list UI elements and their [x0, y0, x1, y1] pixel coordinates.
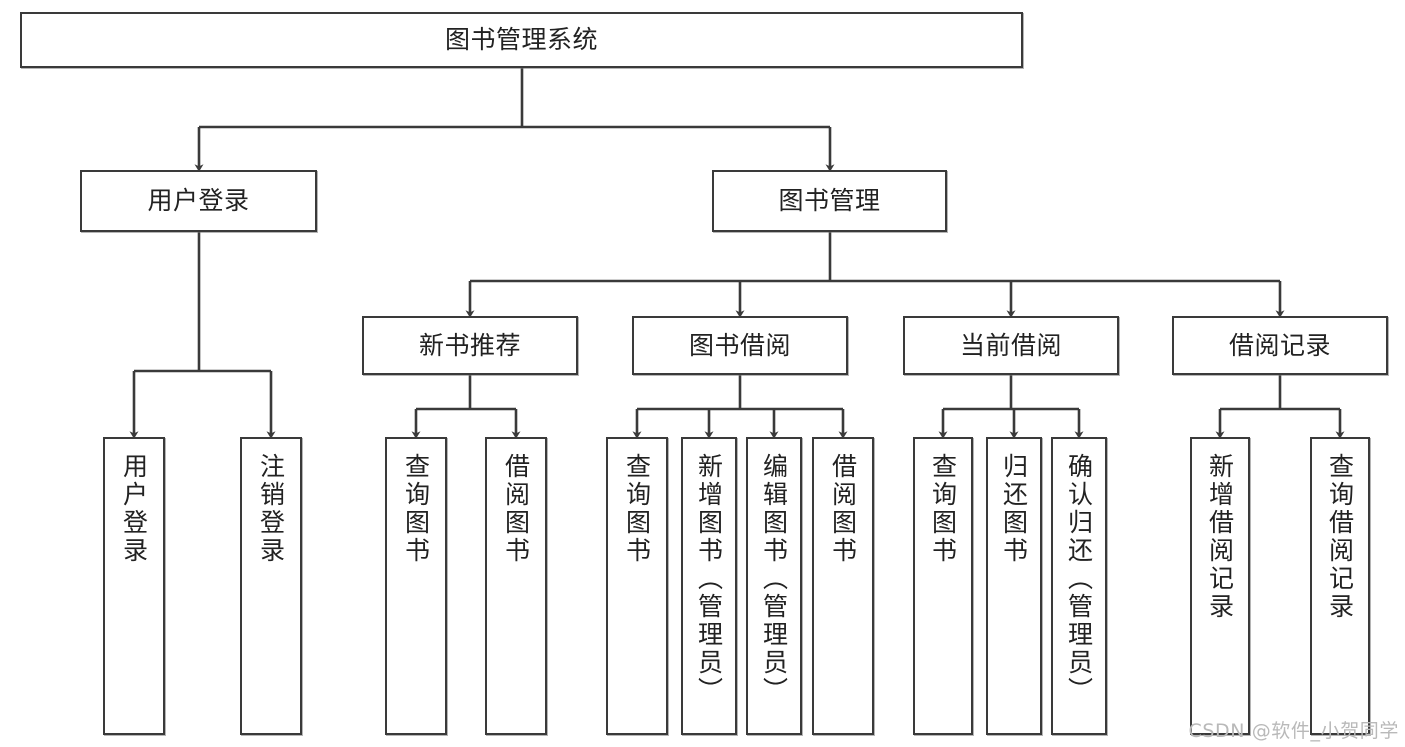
node-root[interactable]: 图书管理系统	[20, 12, 1023, 68]
node-label-n-bookmgmt: 图书管理	[778, 186, 881, 216]
node-n-bookmgmt[interactable]: 图书管理	[712, 170, 947, 232]
node-l-cur-3[interactable]: 确认归还（管理员）	[1051, 437, 1107, 735]
node-label-l-bor-1: 查询图书	[622, 453, 652, 565]
node-l-login-1[interactable]: 用户登录	[103, 437, 165, 735]
csdn-watermark: CSDN @软件_小贺同学	[1188, 720, 1399, 742]
node-label-l-rec-1: 新增借阅记录	[1205, 453, 1235, 621]
node-label-l-bor-3: 编辑图书（管理员）	[759, 453, 789, 705]
node-l-rec-2[interactable]: 查询借阅记录	[1310, 437, 1370, 735]
node-label-l-cur-3: 确认归还（管理员）	[1064, 453, 1094, 705]
node-l-cur-2[interactable]: 归还图书	[986, 437, 1042, 735]
node-label-l-cur-2: 归还图书	[999, 453, 1029, 565]
node-label-n-login: 用户登录	[147, 186, 250, 216]
node-label-n-newbook: 新书推荐	[418, 330, 521, 360]
node-l-bor-3[interactable]: 编辑图书（管理员）	[746, 437, 802, 735]
node-l-new-1[interactable]: 查询图书	[385, 437, 447, 735]
node-label-l-login-1: 用户登录	[119, 453, 149, 565]
node-l-login-2[interactable]: 注销登录	[240, 437, 302, 735]
node-n-record[interactable]: 借阅记录	[1172, 316, 1388, 375]
node-n-newbook[interactable]: 新书推荐	[362, 316, 578, 375]
node-l-rec-1[interactable]: 新增借阅记录	[1190, 437, 1250, 735]
node-label-n-borrow: 图书借阅	[688, 330, 791, 360]
node-label-l-bor-4: 借阅图书	[828, 453, 858, 565]
node-label-n-record: 借阅记录	[1228, 330, 1331, 360]
node-label-root: 图书管理系统	[444, 25, 598, 55]
node-label-n-current: 当前借阅	[959, 330, 1062, 360]
node-l-bor-1[interactable]: 查询图书	[606, 437, 668, 735]
node-label-l-new-2: 借阅图书	[501, 453, 531, 565]
node-l-new-2[interactable]: 借阅图书	[485, 437, 547, 735]
node-l-bor-2[interactable]: 新增图书（管理员）	[681, 437, 737, 735]
node-label-l-rec-2: 查询借阅记录	[1325, 453, 1355, 621]
node-n-current[interactable]: 当前借阅	[903, 316, 1119, 375]
node-label-l-cur-1: 查询图书	[928, 453, 958, 565]
node-l-bor-4[interactable]: 借阅图书	[812, 437, 874, 735]
node-l-cur-1[interactable]: 查询图书	[913, 437, 973, 735]
node-label-l-login-2: 注销登录	[256, 453, 286, 565]
node-label-l-bor-2: 新增图书（管理员）	[694, 453, 724, 705]
node-label-l-new-1: 查询图书	[401, 453, 431, 565]
node-n-borrow[interactable]: 图书借阅	[632, 316, 848, 375]
node-n-login[interactable]: 用户登录	[80, 170, 317, 232]
